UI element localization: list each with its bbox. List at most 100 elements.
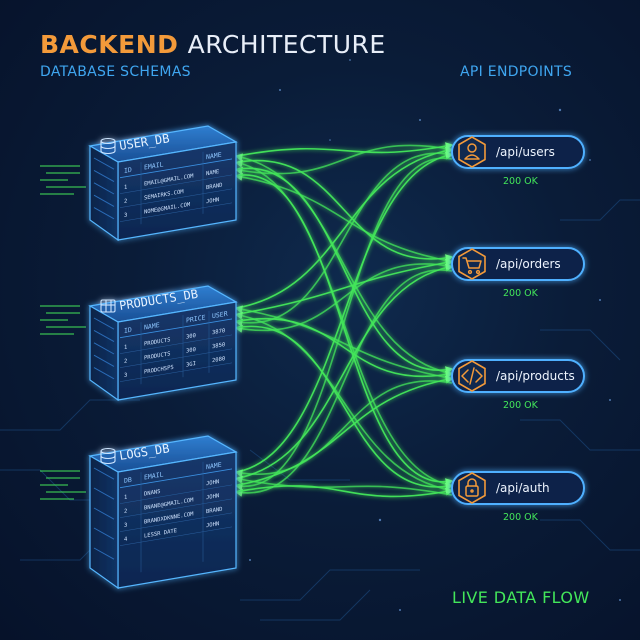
endpoint-path: /api/auth — [496, 481, 550, 495]
row-divider — [120, 512, 232, 532]
table-grid-icon — [100, 299, 116, 313]
table-cell: PRODUCTS — [144, 351, 170, 361]
flow-line — [235, 258, 454, 316]
row-divider — [120, 188, 232, 208]
column-header: NAME — [206, 151, 222, 162]
column-header: EMAIL — [144, 160, 164, 171]
flow-line — [235, 146, 454, 309]
flow-line — [235, 151, 454, 473]
column-header: DB — [124, 476, 132, 485]
table-cell: PRODUCTS — [144, 337, 170, 347]
flow-line — [235, 142, 454, 157]
table-cell: LESSR DATE — [144, 528, 177, 539]
endpoint-badge — [458, 472, 486, 504]
row-divider — [120, 498, 232, 518]
live-data-flow-label: LIVE DATA FLOW — [452, 588, 590, 607]
flow-line — [235, 159, 454, 263]
column-header: PRICE — [186, 313, 206, 324]
db-side-stripe — [93, 342, 115, 355]
lock-icon — [465, 478, 479, 497]
flow-line — [235, 325, 454, 491]
db-side-stripe — [93, 527, 115, 540]
table-cell: 300 — [186, 347, 196, 355]
column-header: USER — [212, 310, 228, 321]
db-side-stripe — [93, 547, 115, 560]
row-divider — [120, 362, 232, 382]
page-title: BACKEND ARCHITECTURE — [40, 30, 386, 60]
table-cell: 3 — [124, 372, 127, 379]
endpoint-products[interactable]: /api/products 200 OK — [451, 359, 585, 411]
table-cell: JOHN — [206, 197, 219, 205]
code-icon — [461, 367, 483, 385]
api-endpoints-label: API ENDPOINTS — [460, 64, 573, 80]
table-cell: 2 — [124, 358, 127, 365]
db-side-stripe — [93, 169, 115, 183]
database-schemas-label: DATABASE SCHEMAS — [40, 64, 191, 80]
table-cell: JOHN — [206, 493, 219, 501]
title-accent: BACKEND — [40, 30, 179, 59]
db-side-stripe — [93, 367, 115, 380]
user-icon — [464, 143, 480, 160]
row-divider — [120, 174, 232, 194]
row-divider — [120, 348, 232, 368]
flow-line — [234, 269, 453, 497]
table-cell: 1 — [124, 344, 127, 351]
table-cell: 3GI — [186, 361, 196, 369]
table-cell: JOHN — [206, 479, 219, 487]
table-cell: 3 — [124, 522, 127, 529]
endpoint-badge — [458, 248, 486, 280]
circuit-background — [0, 199, 640, 621]
column-header: ID — [124, 166, 132, 175]
status-badge: 200 OK — [503, 400, 539, 411]
db-side-stripe — [93, 329, 115, 343]
particle-field — [249, 59, 621, 611]
flow-line — [235, 485, 454, 498]
table-cell: JOHN — [206, 521, 219, 529]
column-header: EMAIL — [144, 470, 164, 481]
db-side-stripe — [93, 467, 115, 480]
table-cell: 2 — [124, 198, 127, 205]
flow-line — [234, 157, 453, 491]
db-side-stripe — [93, 354, 115, 367]
title-rest: ARCHITECTURE — [187, 30, 386, 59]
table-cell: 1 — [124, 494, 127, 501]
flow-line — [235, 263, 454, 480]
table-cell: 3850 — [212, 342, 225, 350]
db-side-stripe — [93, 507, 115, 520]
db-side-stripe — [93, 182, 115, 195]
table-cell: 4 — [124, 536, 128, 543]
db-side-stripe — [93, 317, 115, 330]
table-cell: 3 — [124, 212, 127, 219]
table-cell: NAME — [206, 169, 219, 177]
flow-line — [234, 173, 453, 263]
table-cell: BRAND — [206, 507, 222, 516]
table-cell: 300 — [186, 333, 196, 341]
incoming-stream-lines — [40, 165, 86, 500]
db-side-stripe — [93, 157, 115, 170]
data-flow-connections — [234, 142, 454, 498]
table-cell: DNANS — [144, 489, 160, 498]
status-badge: 200 OK — [503, 512, 539, 523]
db-side-stripe — [93, 207, 115, 220]
column-header: NAME — [206, 461, 222, 472]
flow-line — [234, 305, 453, 380]
endpoint-path: /api/orders — [496, 257, 561, 271]
table-cell: PRODCHSPS — [144, 365, 174, 376]
table-cell: 3870 — [212, 328, 225, 336]
header-divider — [120, 468, 232, 489]
header-divider — [120, 318, 232, 339]
flow-line — [234, 153, 453, 375]
db-side-stripe — [93, 487, 115, 500]
column-header: ID — [124, 326, 132, 335]
flow-line — [234, 152, 453, 327]
endpoint-auth[interactable]: /api/auth 200 OK — [451, 471, 585, 523]
flow-line — [235, 375, 454, 487]
endpoint-path: /api/products — [496, 369, 575, 383]
